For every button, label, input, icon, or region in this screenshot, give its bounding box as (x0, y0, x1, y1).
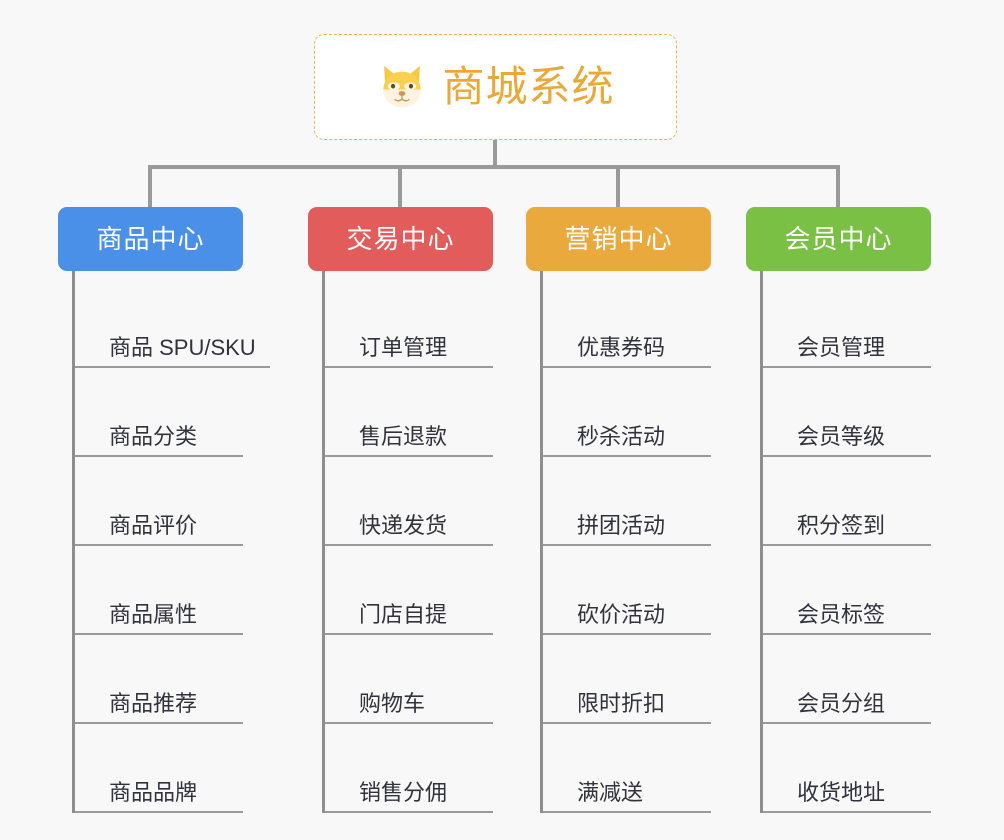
leaf-item[interactable]: 商品评价 (75, 457, 270, 546)
leaf-label: 订单管理 (359, 334, 448, 360)
leaf-label: 会员分组 (797, 690, 886, 716)
leaf-label: 销售分佣 (359, 779, 448, 805)
root-node[interactable]: 商城系统 (314, 34, 677, 140)
leaf-label: 收货地址 (797, 779, 886, 805)
leaf-label: 商品推荐 (109, 690, 198, 716)
leaf-item[interactable]: 积分签到 (763, 457, 931, 546)
branch-column-1: 商品中心 商品 SPU/SKU 商品分类 商品评价 商品属性 商品推荐 商品品牌 (58, 207, 270, 813)
leaf-item[interactable]: 商品属性 (75, 546, 270, 635)
connector-drop-2 (398, 165, 402, 209)
branch-column-3: 营销中心 优惠券码 秒杀活动 拼团活动 砍价活动 限时折扣 满减送 (526, 207, 711, 813)
category-label-2: 交易中心 (346, 224, 455, 254)
leaf-label: 满减送 (577, 779, 644, 805)
leaf-item[interactable]: 优惠券码 (543, 279, 711, 368)
leaf-item[interactable]: 门店自提 (325, 546, 493, 635)
category-header-3[interactable]: 营销中心 (526, 207, 711, 271)
category-header-1[interactable]: 商品中心 (58, 207, 243, 271)
connector-drop-3 (616, 165, 620, 209)
leaf-item[interactable]: 会员管理 (763, 279, 931, 368)
leaf-label: 购物车 (359, 690, 426, 716)
branch-items-3: 优惠券码 秒杀活动 拼团活动 砍价活动 限时折扣 满减送 (540, 271, 711, 813)
leaf-item[interactable]: 快递发货 (325, 457, 493, 546)
connector-drop-4 (836, 165, 840, 209)
leaf-label: 会员标签 (797, 601, 886, 627)
category-label-1: 商品中心 (96, 224, 205, 254)
leaf-item[interactable]: 商品品牌 (75, 724, 270, 813)
leaf-item[interactable]: 满减送 (543, 724, 711, 813)
leaf-item[interactable]: 购物车 (325, 635, 493, 724)
leaf-label: 积分签到 (797, 512, 886, 538)
leaf-item[interactable]: 商品推荐 (75, 635, 270, 724)
category-header-4[interactable]: 会员中心 (746, 207, 931, 271)
leaf-item[interactable]: 收货地址 (763, 724, 931, 813)
leaf-label: 砍价活动 (577, 601, 666, 627)
leaf-label: 商品评价 (109, 512, 198, 538)
branch-items-4: 会员管理 会员等级 积分签到 会员标签 会员分组 收货地址 (760, 271, 931, 813)
branch-items-2: 订单管理 售后退款 快递发货 门店自提 购物车 销售分佣 (322, 271, 493, 813)
category-label-4: 会员中心 (784, 224, 893, 254)
leaf-item[interactable]: 商品 SPU/SKU (75, 279, 270, 368)
leaf-item[interactable]: 订单管理 (325, 279, 493, 368)
connector-horizontal-bus (150, 165, 840, 169)
branch-column-2: 交易中心 订单管理 售后退款 快递发货 门店自提 购物车 销售分佣 (308, 207, 493, 813)
leaf-label: 限时折扣 (577, 690, 666, 716)
leaf-item[interactable]: 限时折扣 (543, 635, 711, 724)
leaf-item[interactable]: 秒杀活动 (543, 368, 711, 457)
leaf-item[interactable]: 商品分类 (75, 368, 270, 457)
leaf-item[interactable]: 会员标签 (763, 546, 931, 635)
leaf-item[interactable]: 会员分组 (763, 635, 931, 724)
leaf-label: 售后退款 (359, 423, 448, 449)
leaf-label: 商品分类 (109, 423, 198, 449)
connector-drop-1 (148, 165, 152, 209)
leaf-label: 商品 SPU/SKU (109, 334, 256, 360)
leaf-item[interactable]: 销售分佣 (325, 724, 493, 813)
leaf-label: 秒杀活动 (577, 423, 666, 449)
leaf-item[interactable]: 会员等级 (763, 368, 931, 457)
shiba-dog-face-icon (383, 65, 422, 108)
leaf-label: 会员管理 (797, 334, 886, 360)
root-title: 商城系统 (442, 63, 615, 110)
leaf-item[interactable]: 拼团活动 (543, 457, 711, 546)
branch-column-4: 会员中心 会员管理 会员等级 积分签到 会员标签 会员分组 收货地址 (746, 207, 931, 813)
category-label-3: 营销中心 (564, 224, 673, 254)
leaf-item[interactable]: 砍价活动 (543, 546, 711, 635)
connector-root-stem (493, 140, 497, 168)
leaf-label: 拼团活动 (577, 512, 666, 538)
leaf-label: 商品品牌 (109, 779, 198, 805)
category-header-2[interactable]: 交易中心 (308, 207, 493, 271)
leaf-item[interactable]: 售后退款 (325, 368, 493, 457)
leaf-label: 快递发货 (359, 512, 448, 538)
branch-items-1: 商品 SPU/SKU 商品分类 商品评价 商品属性 商品推荐 商品品牌 (72, 271, 270, 813)
leaf-label: 商品属性 (109, 601, 198, 627)
leaf-label: 会员等级 (797, 423, 886, 449)
leaf-label: 门店自提 (359, 601, 448, 627)
leaf-label: 优惠券码 (577, 334, 666, 360)
